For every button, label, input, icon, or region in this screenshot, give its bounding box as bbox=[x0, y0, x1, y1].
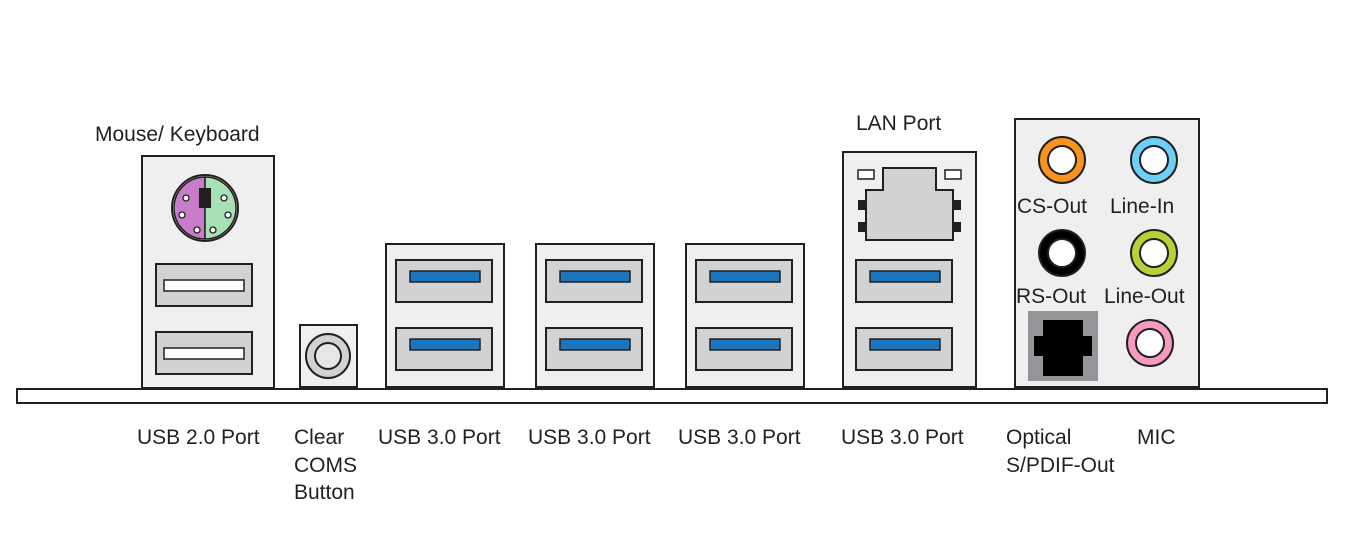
usb30-port-icon bbox=[395, 327, 493, 371]
line-in-label: Line-In bbox=[1110, 195, 1175, 218]
usb30-port-icon bbox=[545, 259, 643, 303]
optical-label-line1: Optical bbox=[1006, 426, 1072, 449]
mic-jack-icon bbox=[1126, 319, 1174, 367]
clear-cmos-label-line1: Clear bbox=[294, 426, 345, 449]
usb30-port-icon bbox=[395, 259, 493, 303]
audio-block bbox=[1014, 118, 1200, 388]
usb30-port-label-c: USB 3.0 Port bbox=[678, 426, 801, 449]
line-out-jack-icon bbox=[1130, 229, 1178, 277]
clear-cmos-button-icon bbox=[299, 324, 358, 388]
usb30-port-icon bbox=[855, 259, 953, 303]
lan-port-label: LAN Port bbox=[856, 112, 942, 135]
usb30-block-b bbox=[535, 243, 655, 388]
clear-cmos-label-line2: COMS bbox=[294, 454, 357, 477]
optical-spdif-port-icon bbox=[1028, 311, 1098, 381]
usb30-port-icon bbox=[855, 327, 953, 371]
rs-out-jack-icon bbox=[1038, 229, 1086, 277]
mic-label: MIC bbox=[1137, 426, 1176, 449]
usb30-block-c bbox=[685, 243, 805, 388]
usb30-port-icon bbox=[695, 327, 793, 371]
optical-label-line2: S/PDIF-Out bbox=[1006, 454, 1115, 477]
usb30-port-label-b: USB 3.0 Port bbox=[528, 426, 651, 449]
lan-port-icon bbox=[857, 167, 962, 241]
lan-usb30-block bbox=[842, 151, 977, 388]
line-out-label: Line-Out bbox=[1104, 285, 1185, 308]
usb20-port-icon bbox=[155, 331, 253, 375]
usb30-block-a bbox=[385, 243, 505, 388]
io-shield-bar bbox=[16, 388, 1328, 404]
usb30-port-icon bbox=[695, 259, 793, 303]
line-in-jack-icon bbox=[1130, 136, 1178, 184]
usb30-port-label-d: USB 3.0 Port bbox=[841, 426, 964, 449]
ps2-usb20-block bbox=[141, 155, 275, 389]
usb30-port-label-a: USB 3.0 Port bbox=[378, 426, 501, 449]
usb30-port-icon bbox=[545, 327, 643, 371]
ps2-port-icon bbox=[171, 174, 239, 242]
cs-out-jack-icon bbox=[1038, 136, 1086, 184]
rs-out-label: RS-Out bbox=[1016, 285, 1087, 308]
usb20-port-icon bbox=[155, 263, 253, 307]
clear-cmos-label-line3: Button bbox=[294, 481, 355, 504]
cs-out-label: CS-Out bbox=[1017, 195, 1088, 218]
mouse-keyboard-label: Mouse/ Keyboard bbox=[95, 123, 260, 146]
usb20-port-label: USB 2.0 Port bbox=[137, 426, 260, 449]
